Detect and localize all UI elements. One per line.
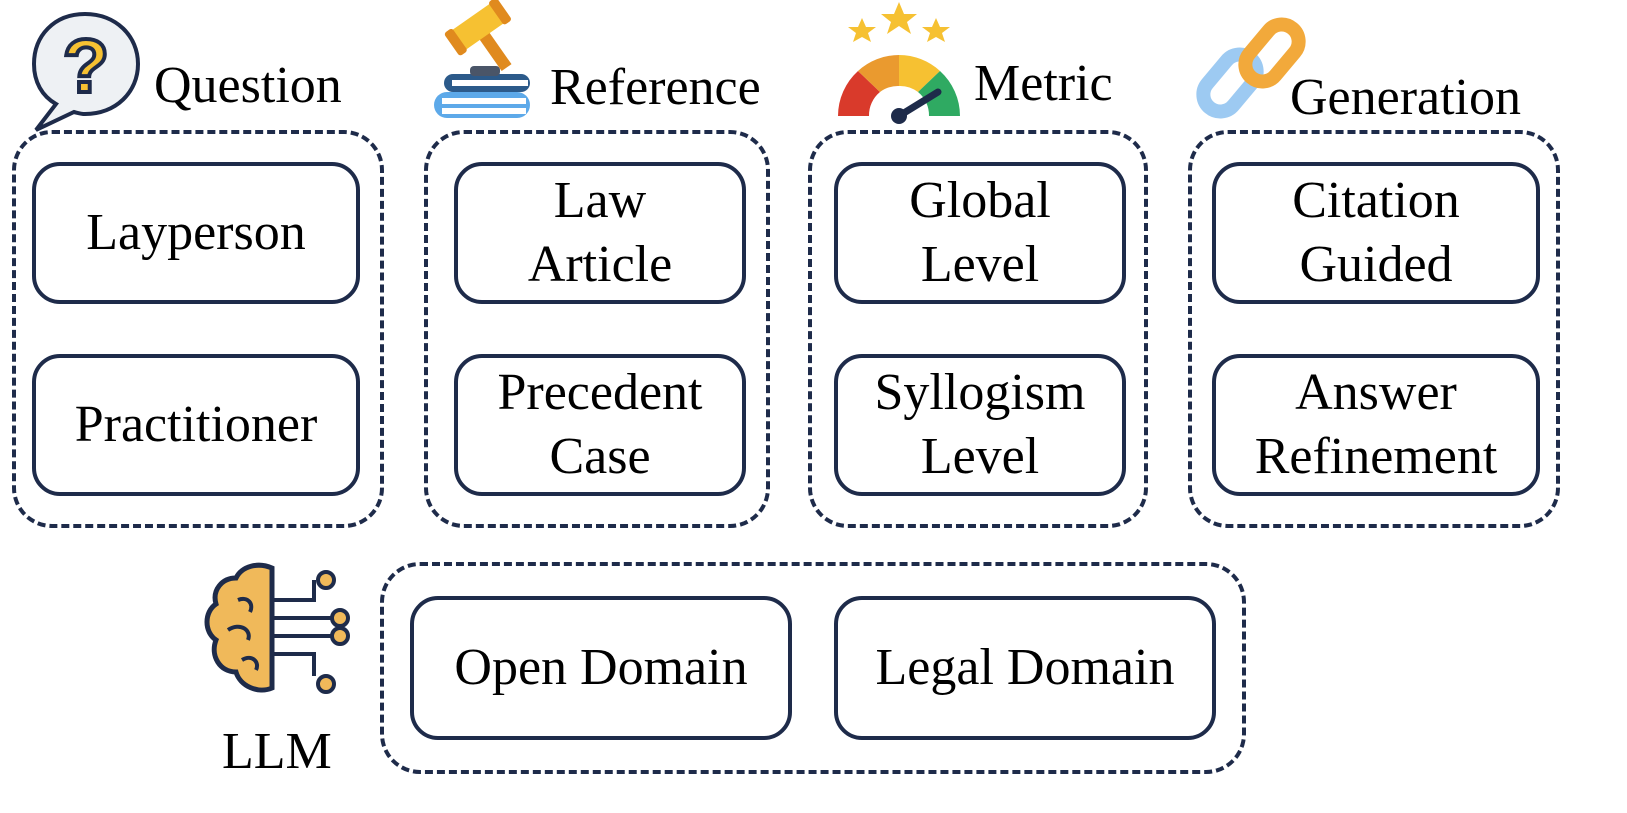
citation-guided-line1: Citation (1292, 172, 1460, 229)
llm-group (380, 562, 1246, 774)
brain-circuit-icon (202, 560, 354, 707)
gavel-books-icon (426, 0, 538, 131)
reference-title: Reference (550, 59, 761, 116)
metric-group (808, 130, 1148, 528)
gauge-stars-icon (834, 0, 964, 131)
reference-group (424, 130, 770, 528)
global-level-line1: Global (909, 172, 1051, 229)
question-bubble-icon: ? (26, 8, 144, 141)
answer-refinement-line2: Refinement (1254, 428, 1498, 485)
global-level-box: Global Level (834, 162, 1126, 304)
citation-guided-line2: Guided (1299, 236, 1453, 293)
answer-refinement-line1: Answer (1295, 364, 1457, 421)
question-title: Question (154, 57, 342, 114)
open-domain-box: Open Domain (410, 596, 792, 740)
precedent-case-line1: Precedent (497, 364, 703, 421)
generation-group (1188, 130, 1560, 528)
answer-refinement-box: Answer Refinement (1212, 354, 1540, 496)
layperson-box: Layperson (32, 162, 360, 304)
practitioner-box: Practitioner (32, 354, 360, 496)
metric-title: Metric (974, 55, 1113, 112)
practitioner-label: Practitioner (74, 396, 318, 453)
svg-text:?: ? (63, 24, 109, 109)
syllogism-level-box: Syllogism Level (834, 354, 1126, 496)
layperson-label: Layperson (86, 204, 306, 261)
precedent-case-box: Precedent Case (454, 354, 746, 496)
legal-domain-box: Legal Domain (834, 596, 1216, 740)
precedent-case-line2: Case (549, 428, 651, 485)
generation-title: Generation (1290, 69, 1522, 126)
legal-domain-label: Legal Domain (875, 639, 1175, 696)
law-article-box: Law Article (454, 162, 746, 304)
citation-guided-box: Citation Guided (1212, 162, 1540, 304)
syllogism-level-line1: Syllogism (874, 364, 1086, 421)
law-article-line1: Law (553, 172, 647, 229)
question-group (12, 130, 384, 528)
law-article-line2: Article (527, 236, 673, 293)
chain-link-icon (1192, 14, 1312, 143)
llm-label: LLM (222, 723, 332, 780)
open-domain-label: Open Domain (454, 639, 748, 696)
syllogism-level-line2: Level (920, 428, 1040, 485)
global-level-line2: Level (920, 236, 1040, 293)
